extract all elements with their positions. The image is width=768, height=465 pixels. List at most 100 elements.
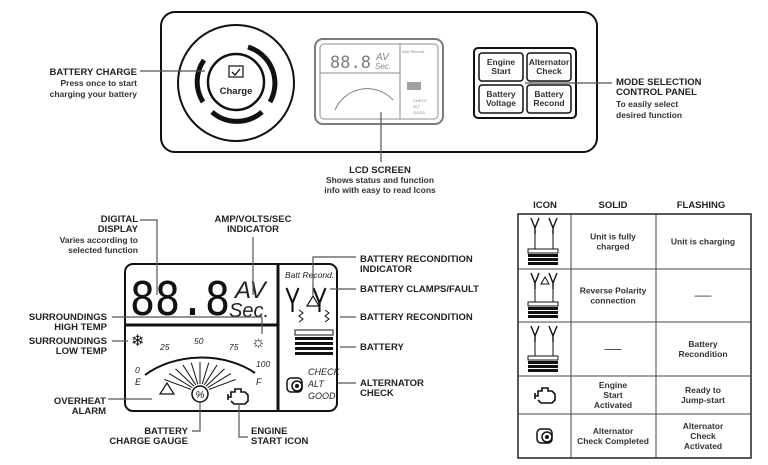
- svg-text:ALT: ALT: [412, 104, 421, 109]
- cell-solid: Unit is fully: [590, 232, 636, 242]
- header-solid: SOLID: [598, 200, 627, 211]
- snowflake-icon: ❄: [131, 333, 144, 350]
- battery-check-icon: [228, 65, 244, 78]
- callout-overheat: OVERHEAT: [54, 396, 106, 407]
- svg-text:AV: AV: [375, 52, 390, 63]
- callout-recond-indicator: BATTERY RECONDITION: [360, 254, 473, 265]
- gauge-segment: [203, 364, 218, 386]
- callout-digital-display: DIGITAL: [101, 214, 138, 225]
- svg-text:Varies according to: Varies according to: [60, 235, 138, 245]
- header-flashing: FLASHING: [677, 200, 726, 211]
- svg-text:selected function: selected function: [68, 245, 138, 255]
- svg-text:Batt Recond.: Batt Recond.: [402, 49, 425, 54]
- warning-icon: [305, 294, 321, 307]
- callout-battery: BATTERY: [360, 342, 404, 353]
- alternator-icon: [536, 428, 553, 444]
- cell-solid: Engine: [599, 380, 628, 390]
- overheat-icon: [158, 381, 176, 395]
- clamps-recondition-battery-icon: [527, 325, 559, 373]
- charge-gauge-arc: [144, 356, 256, 376]
- svg-text:ALARM: ALARM: [72, 406, 106, 417]
- svg-text:100: 100: [256, 359, 270, 369]
- cell-solid: ——: [605, 344, 623, 354]
- av-indicator: AV: [233, 277, 268, 304]
- battery-recond-button[interactable]: Battery Recond: [526, 84, 572, 114]
- engine-start-icon: [227, 388, 249, 405]
- alternator-check-button[interactable]: Alternator Check: [526, 52, 572, 82]
- svg-text:info with easy to read Icons: info with easy to read Icons: [324, 185, 436, 195]
- engine-start-button[interactable]: Engine Start: [478, 52, 524, 82]
- svg-text:Voltage: Voltage: [486, 98, 516, 108]
- svg-text:charging your battery: charging your battery: [50, 89, 138, 99]
- cell-solid: connection: [590, 296, 635, 306]
- callout-high-temp: SURROUNDINGS: [29, 312, 107, 323]
- callout-amp-volts-sec: AMP/VOLTS/SEC: [215, 214, 292, 225]
- svg-text:INDICATOR: INDICATOR: [227, 224, 279, 235]
- battery-icon: [294, 329, 334, 355]
- svg-text:Alternator: Alternator: [529, 57, 570, 67]
- gauge-segment: [168, 373, 193, 389]
- charger-front-panel: [160, 11, 598, 153]
- svg-text:Engine: Engine: [487, 57, 516, 67]
- gauge-segment: [205, 368, 225, 387]
- svg-text:CHECK: CHECK: [413, 98, 427, 103]
- gauge-segment: [182, 364, 197, 386]
- gauge-segment: [207, 373, 232, 389]
- svg-text:CHECK: CHECK: [308, 367, 341, 377]
- clamps-battery-icon: [527, 217, 559, 266]
- svg-text:Sec.: Sec.: [375, 62, 391, 71]
- charge-button[interactable]: Charge: [177, 24, 295, 142]
- clamps-fault-battery-icon: [527, 272, 559, 319]
- svg-text:Start: Start: [491, 66, 511, 76]
- gauge-segment: [175, 368, 195, 387]
- alternator-icon: [286, 377, 303, 393]
- cell-flashing: Alternator: [683, 421, 724, 431]
- sec-indicator: Sec.: [229, 300, 269, 322]
- cell-flashing: Unit is charging: [671, 237, 735, 247]
- callout-alternator: ALTERNATOR: [360, 378, 424, 389]
- callout-mode-selection: MODE SELECTION: [616, 77, 702, 88]
- svg-text:CHARGE GAUGE: CHARGE GAUGE: [109, 436, 188, 447]
- charge-button-label: Charge: [220, 86, 253, 97]
- svg-text:Battery: Battery: [486, 89, 516, 99]
- svg-text:25: 25: [159, 342, 170, 352]
- callout-recondition: BATTERY RECONDITION: [360, 312, 473, 323]
- digital-display: 88.8: [130, 272, 230, 326]
- cell-solid: charged: [596, 242, 629, 252]
- svg-text:GOOD: GOOD: [308, 391, 336, 401]
- svg-text:F: F: [256, 377, 262, 387]
- svg-text:E: E: [135, 377, 142, 387]
- callout-low-temp: SURROUNDINGS: [29, 336, 107, 347]
- svg-text:88.8: 88.8: [330, 53, 371, 73]
- callout-battery-charge: BATTERY CHARGE: [50, 67, 137, 78]
- svg-text:Check: Check: [536, 66, 562, 76]
- cell-solid: Alternator: [593, 426, 634, 436]
- cell-solid: Activated: [594, 400, 632, 410]
- callout-lcd-screen: LCD SCREEN: [349, 165, 411, 176]
- lcd-mini: 88.8 AV Sec. Batt Recond. CHECK ALT GOOD: [314, 38, 444, 125]
- callout-engine-start: ENGINE: [251, 426, 287, 437]
- cell-flashing: Ready to: [685, 385, 721, 395]
- header-icon: ICON: [533, 200, 557, 211]
- sun-icon: ☼: [251, 334, 266, 351]
- svg-text:Recond: Recond: [533, 98, 564, 108]
- cell-flashing: Activated: [684, 441, 722, 451]
- cell-solid: Start: [603, 390, 623, 400]
- cell-solid: Check Completed: [577, 436, 649, 446]
- cell-flashing: Check: [690, 431, 716, 441]
- cell-flashing: Jump-start: [681, 395, 725, 405]
- svg-text:desired function: desired function: [616, 110, 682, 120]
- engine-icon: [534, 387, 556, 404]
- battery-voltage-button[interactable]: Battery Voltage: [478, 84, 524, 114]
- cell-flashing: ——: [695, 291, 713, 301]
- callout-clamps-fault: BATTERY CLAMPS/FAULT: [360, 284, 479, 295]
- percent-icon: %: [196, 390, 205, 401]
- gauge-segment: [201, 362, 210, 385]
- svg-text:75: 75: [229, 342, 239, 352]
